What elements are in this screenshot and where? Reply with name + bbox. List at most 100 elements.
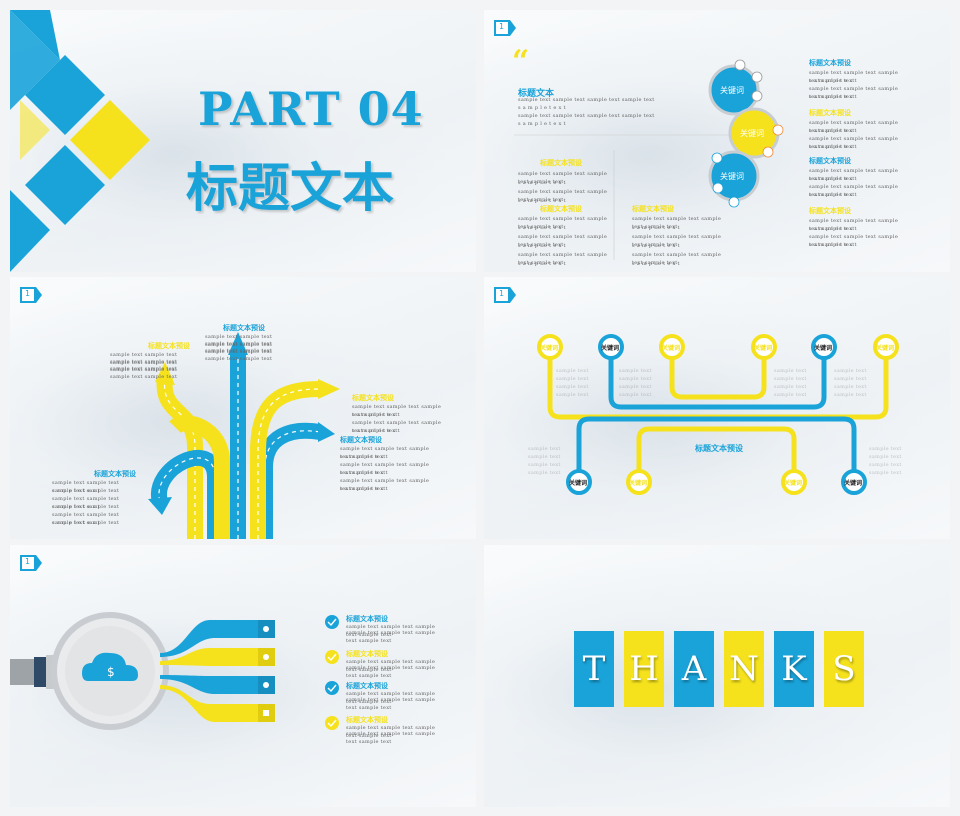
page-tag-icon: [20, 287, 42, 303]
slide-4[interactable]: 1 关键词 关键词 关键词 关键词 关键词 关键词 关键词 关键词 关键词 关键…: [484, 277, 950, 539]
road-text-4b: s a m p l e t e x t: [340, 454, 388, 460]
road-text-4d: s a m p l e t e x t: [340, 470, 388, 476]
right-text-4a: sample text sample text sample text samp…: [809, 218, 899, 232]
right-label-3: 标题文本预设: [809, 157, 851, 165]
road-label-3: 标题文本预设: [352, 394, 394, 402]
road-text-5e: sample text sample text sample text samp…: [52, 512, 120, 526]
right-text-1a: sample text sample text sample text samp…: [809, 70, 899, 84]
text-c-2: s a m p l e t e x t: [632, 225, 680, 231]
label-c: 标题文本预设: [632, 205, 674, 213]
faint-text-2: sample text sample text sample text samp…: [619, 368, 652, 398]
text-c-5: sample text sample text sample text samp…: [632, 252, 722, 266]
road-label-2: 标题文本预设: [223, 324, 265, 332]
road-text-5d: s a m p l e t e x t: [52, 504, 100, 510]
right-text-3b: s a m p l e t e x t: [809, 176, 857, 182]
right-label-2: 标题文本预设: [809, 109, 851, 117]
page-tag-icon: [20, 555, 42, 571]
road-text-2a: sample text sample text sample text samp…: [205, 334, 273, 348]
road-text-4a: sample text sample text sample text samp…: [340, 446, 430, 460]
list-label-4: 标题文本预设: [346, 716, 388, 724]
road-text-5a: sample text sample text sample text samp…: [52, 480, 120, 494]
kw-bottom-3: 关键词: [784, 480, 803, 487]
text-a-2: s a m p l e t e x t: [518, 180, 566, 186]
keyword-circles: [514, 59, 784, 260]
right-text-4c: sample text sample text sample text samp…: [809, 234, 899, 248]
keyword-2: 关键词: [740, 129, 764, 138]
part-number: PART 04: [198, 82, 424, 136]
text-c-6: s a m p l e t e x t: [632, 261, 680, 267]
kw-top-3: 关键词: [662, 345, 681, 352]
right-text-2b: s a m p l e t e x t: [809, 128, 857, 134]
kw-top-6: 关键词: [876, 345, 895, 352]
road-text-5b: s a m p l e t e x t: [52, 488, 100, 494]
page-number: 1: [499, 22, 505, 31]
slide-background: [484, 545, 950, 807]
road-text-2c: sample text sample text sample text samp…: [205, 348, 273, 362]
faint-text-4: sample text sample text sample text samp…: [834, 368, 867, 398]
right-text-3d: s a m p l e t e x t: [809, 192, 857, 198]
thanks-letter-k: K: [774, 631, 814, 707]
text-a-1: sample text sample text sample text samp…: [518, 171, 608, 185]
slide2-body-1: sample text sample text sample text samp…: [518, 97, 655, 103]
right-text-4d: s a m p l e t e x t: [809, 242, 857, 248]
kw-top-1: 关键词: [540, 345, 559, 352]
text-c-1: sample text sample text sample text samp…: [632, 216, 722, 230]
label-b: 标题文本预设: [540, 205, 582, 213]
list-text-2a: sample text sample text sample text samp…: [346, 659, 436, 673]
right-text-2c: sample text sample text sample text samp…: [809, 136, 899, 150]
center-label: 标题文本预设: [695, 444, 743, 453]
list-text-4a: sample text sample text sample text samp…: [346, 725, 436, 739]
road-text-3b: s a m p l e t e x t: [352, 412, 400, 418]
thanks-letter-t: T: [574, 631, 614, 707]
slide2-body-4: s a m p l e t e x t: [518, 121, 566, 127]
right-label-4: 标题文本预设: [809, 207, 851, 215]
slide-background: [484, 10, 950, 272]
faint-text-3: sample text sample text sample text samp…: [774, 368, 807, 398]
road-text-3a: sample text sample text sample text samp…: [352, 404, 442, 418]
page-number: 1: [25, 557, 31, 566]
text-b-6: s a m p l e t e x t: [518, 261, 566, 267]
slide2-body-3: sample text sample text sample text samp…: [518, 113, 655, 119]
list-label-1: 标题文本预设: [346, 615, 388, 623]
kw-bottom-2: 关键词: [629, 480, 648, 487]
list-label-2: 标题文本预设: [346, 650, 388, 658]
diamond-decoration: [10, 10, 150, 272]
road-text-5c: sample text sample text sample text samp…: [52, 496, 120, 510]
road-text-1c: sample text sample text sample text samp…: [110, 366, 178, 380]
keyword-3: 关键词: [720, 172, 744, 181]
thanks-letter-a: A: [674, 631, 714, 707]
page-tag-icon: [494, 287, 516, 303]
slide-5[interactable]: 1 $: [10, 545, 476, 807]
right-text-3a: sample text sample text sample text samp…: [809, 168, 899, 182]
quote-icon: “: [512, 44, 530, 79]
thanks-letter-h: H: [624, 631, 664, 707]
list-text-2b: sample text sample text sample text samp…: [346, 665, 436, 679]
kw-top-4: 关键词: [754, 345, 773, 352]
faint-text-5: sample text sample text sample text samp…: [528, 446, 561, 476]
road-text-4e: sample text sample text sample text samp…: [340, 478, 430, 492]
road-label-1: 标题文本预设: [148, 342, 190, 350]
list-text-3a: sample text sample text sample text samp…: [346, 691, 436, 705]
list-text-1a: sample text sample text sample text samp…: [346, 624, 436, 638]
road-text-4c: sample text sample text sample text samp…: [340, 462, 430, 476]
keyword-1: 关键词: [720, 86, 744, 95]
slide-2[interactable]: 1 “ 标题文本 sample text sample text sample …: [484, 10, 950, 272]
right-text-1b: s a m p l e t e x t: [809, 78, 857, 84]
slide-1[interactable]: PART 04 标题文本: [10, 10, 476, 272]
right-label-1: 标题文本预设: [809, 59, 851, 67]
right-text-1c: sample text sample text sample text samp…: [809, 86, 899, 100]
slide2-body-2: s a m p l e t e x t: [518, 105, 566, 111]
magnifier-graphic: $: [10, 612, 339, 730]
right-text-4b: s a m p l e t e x t: [809, 226, 857, 232]
road-text-1b: sample text sample text sample text samp…: [110, 359, 178, 373]
slide-6[interactable]: T H A N K S: [484, 545, 950, 807]
slide-3[interactable]: 1 标题文本预设 sample text sample text sample …: [10, 277, 476, 539]
text-a-4: s a m p l e t e x t: [518, 198, 566, 204]
label-a: 标题文本预设: [540, 159, 582, 167]
text-b-1: sample text sample text sample text samp…: [518, 216, 608, 230]
thanks-letter-n: N: [724, 631, 764, 707]
text-c-4: s a m p l e t e x t: [632, 243, 680, 249]
road-label-5: 标题文本预设: [94, 470, 136, 478]
kw-bottom-1: 关键词: [569, 480, 588, 487]
svg-text:$: $: [107, 665, 115, 679]
